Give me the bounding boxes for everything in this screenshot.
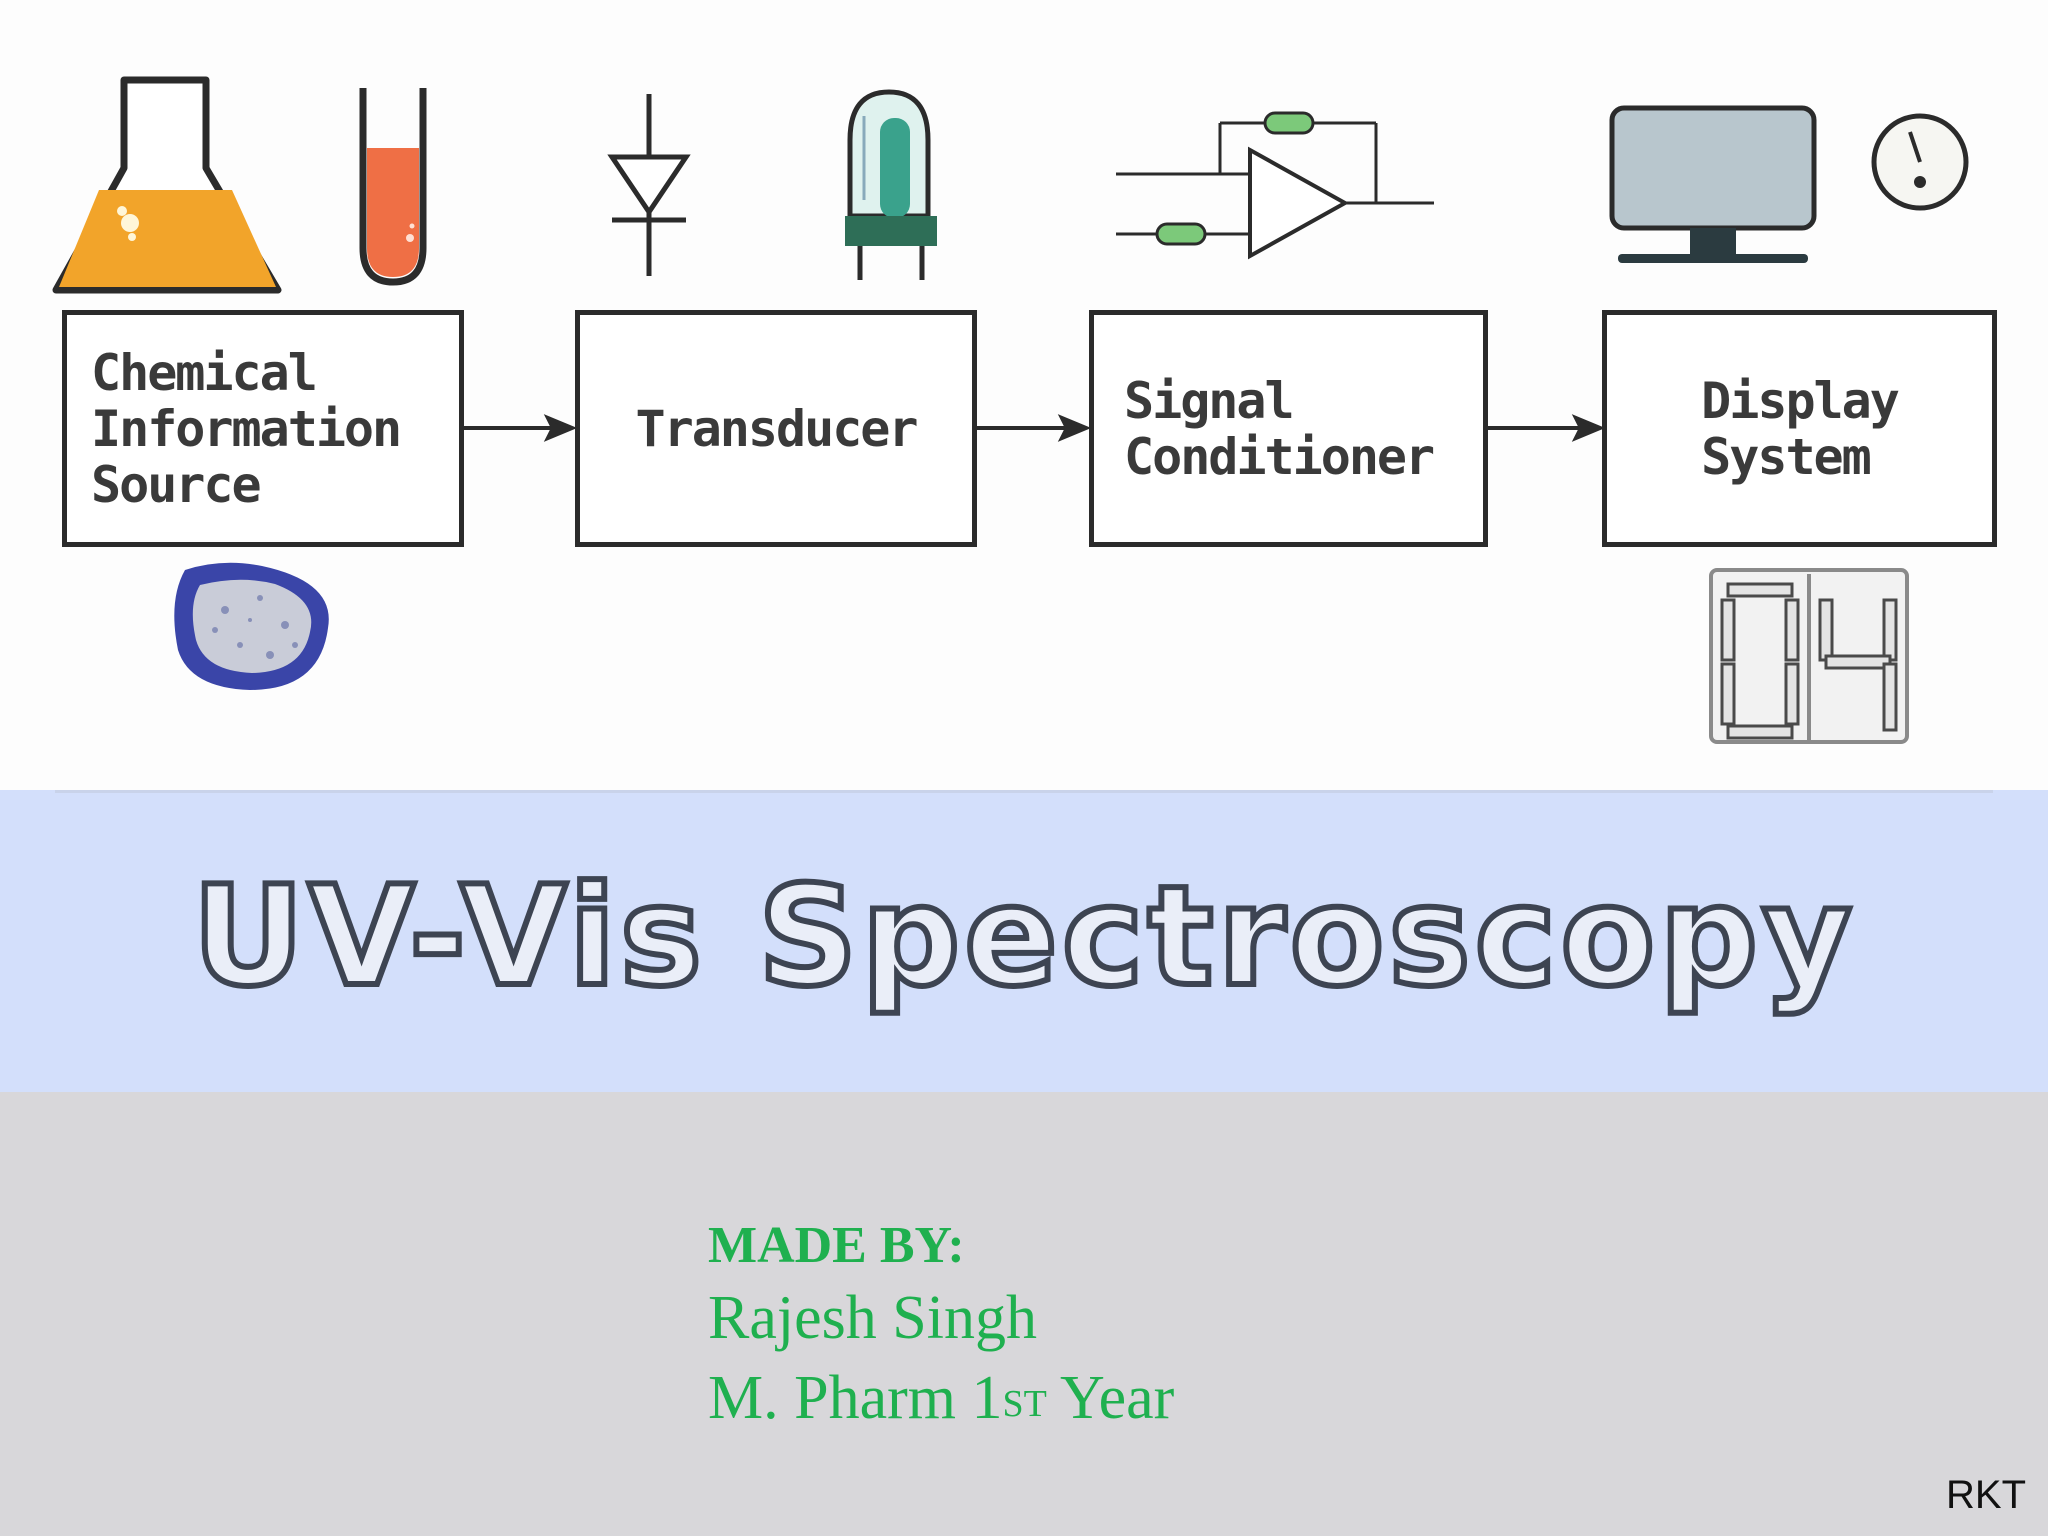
made-by-label: MADE BY: bbox=[708, 1217, 965, 1274]
block-diagram: Chemical Information Source Transducer S… bbox=[52, 76, 1997, 744]
monitor-icon bbox=[1609, 105, 1817, 263]
course-suffix: Year bbox=[1046, 1364, 1175, 1432]
box-label: Transducer bbox=[635, 399, 918, 458]
transducer-box: Transducer bbox=[575, 310, 977, 547]
lamp-icon bbox=[845, 89, 937, 280]
title-band: UV-Vis Spectroscopy bbox=[0, 790, 2048, 1092]
author-course: M. Pharm 1ST Year bbox=[708, 1358, 1174, 1438]
watermark: RKT bbox=[1946, 1473, 2026, 1517]
box-label: Chemical Information Source bbox=[91, 343, 402, 514]
box-label: Signal Conditioner bbox=[1124, 371, 1435, 486]
footer-band: MADE BY: Rajesh Singh M. Pharm 1ST Year … bbox=[0, 1092, 2048, 1536]
box-label: Display System bbox=[1701, 371, 1900, 486]
display-system-box: Display System bbox=[1602, 310, 1997, 547]
author-name: Rajesh Singh bbox=[708, 1284, 1037, 1352]
test-tube-icon bbox=[359, 88, 427, 286]
diode-icon bbox=[607, 94, 691, 276]
chemical-information-source-box: Chemical Information Source bbox=[62, 310, 464, 547]
flow-arrows bbox=[464, 414, 1606, 442]
flask-icon bbox=[52, 76, 282, 294]
sample-icon bbox=[174, 562, 329, 690]
digit-display-icon bbox=[1709, 568, 1909, 744]
course-superscript: ST bbox=[1002, 1383, 1047, 1425]
signal-conditioner-box: Signal Conditioner bbox=[1089, 310, 1488, 547]
course-prefix: M. Pharm 1 bbox=[708, 1364, 1003, 1432]
divider bbox=[55, 790, 1993, 793]
diagram-illustrations bbox=[52, 76, 1969, 744]
page-title: UV-Vis Spectroscopy bbox=[189, 853, 1856, 1020]
amplifier-icon bbox=[1116, 111, 1434, 260]
gauge-icon bbox=[1871, 113, 1969, 211]
author-block: MADE BY: Rajesh Singh M. Pharm 1ST Year bbox=[708, 1214, 1174, 1438]
